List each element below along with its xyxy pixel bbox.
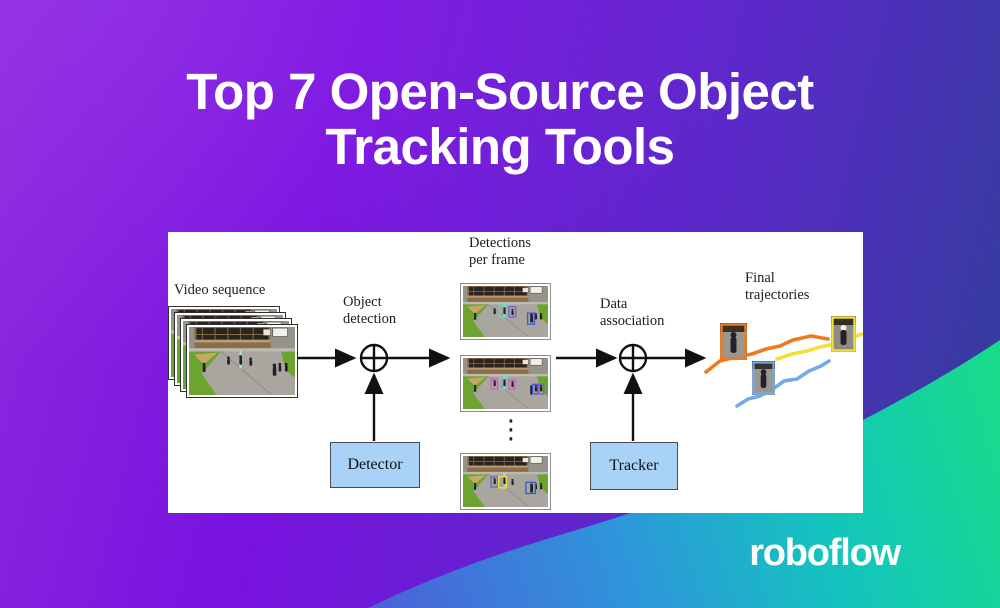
video-sequence-label: Video sequence	[174, 282, 266, 298]
person-crop-blue	[752, 361, 775, 395]
bbox-purple	[508, 306, 517, 318]
page-title: Top 7 Open-Source Object Tracking Tools	[0, 64, 1000, 174]
tracker-label: Tracker	[609, 457, 659, 474]
final-line1: Final	[745, 270, 775, 286]
detections-per-frame-label: Detections per frame	[469, 235, 531, 269]
data-association-line2: association	[600, 313, 665, 329]
data-association-label: Data association	[600, 296, 664, 330]
frames-ellipsis: ⋮	[498, 415, 524, 445]
object-detection-line2: detection	[343, 311, 397, 327]
object-detection-label: Object detection	[343, 294, 396, 328]
tracking-pipeline-diagram: Video sequence Object detection Detectio…	[168, 232, 863, 513]
tracker-node: Tracker	[590, 442, 678, 490]
detector-label: Detector	[347, 456, 403, 473]
title-line-2: Tracking Tools	[325, 118, 675, 175]
oplus-association-icon	[618, 343, 648, 373]
final-line2: trajectories	[745, 287, 810, 303]
detection-frame-1	[460, 283, 551, 340]
person-crop-yellow	[831, 316, 856, 352]
video-sequence-stack	[168, 306, 300, 400]
detection-frame-3	[460, 453, 551, 510]
trajectory-blue	[735, 359, 831, 408]
data-association-line1: Data	[600, 296, 628, 312]
video-frame-front	[186, 324, 298, 398]
final-trajectories-label: Final trajectories	[745, 270, 809, 304]
bbox-cyan	[498, 304, 509, 318]
detections-line1: Detections	[469, 235, 532, 251]
title-line-1: Top 7 Open-Source Object	[186, 63, 814, 120]
bbox-blue	[526, 312, 536, 325]
detections-line2: per frame	[469, 252, 525, 268]
detector-node: Detector	[330, 442, 420, 488]
detection-frame-2	[460, 355, 551, 412]
roboflow-logo: roboflow	[749, 532, 901, 574]
object-detection-line1: Object	[343, 294, 382, 310]
person-crop-orange	[720, 323, 747, 360]
oplus-detection-icon	[359, 343, 389, 373]
